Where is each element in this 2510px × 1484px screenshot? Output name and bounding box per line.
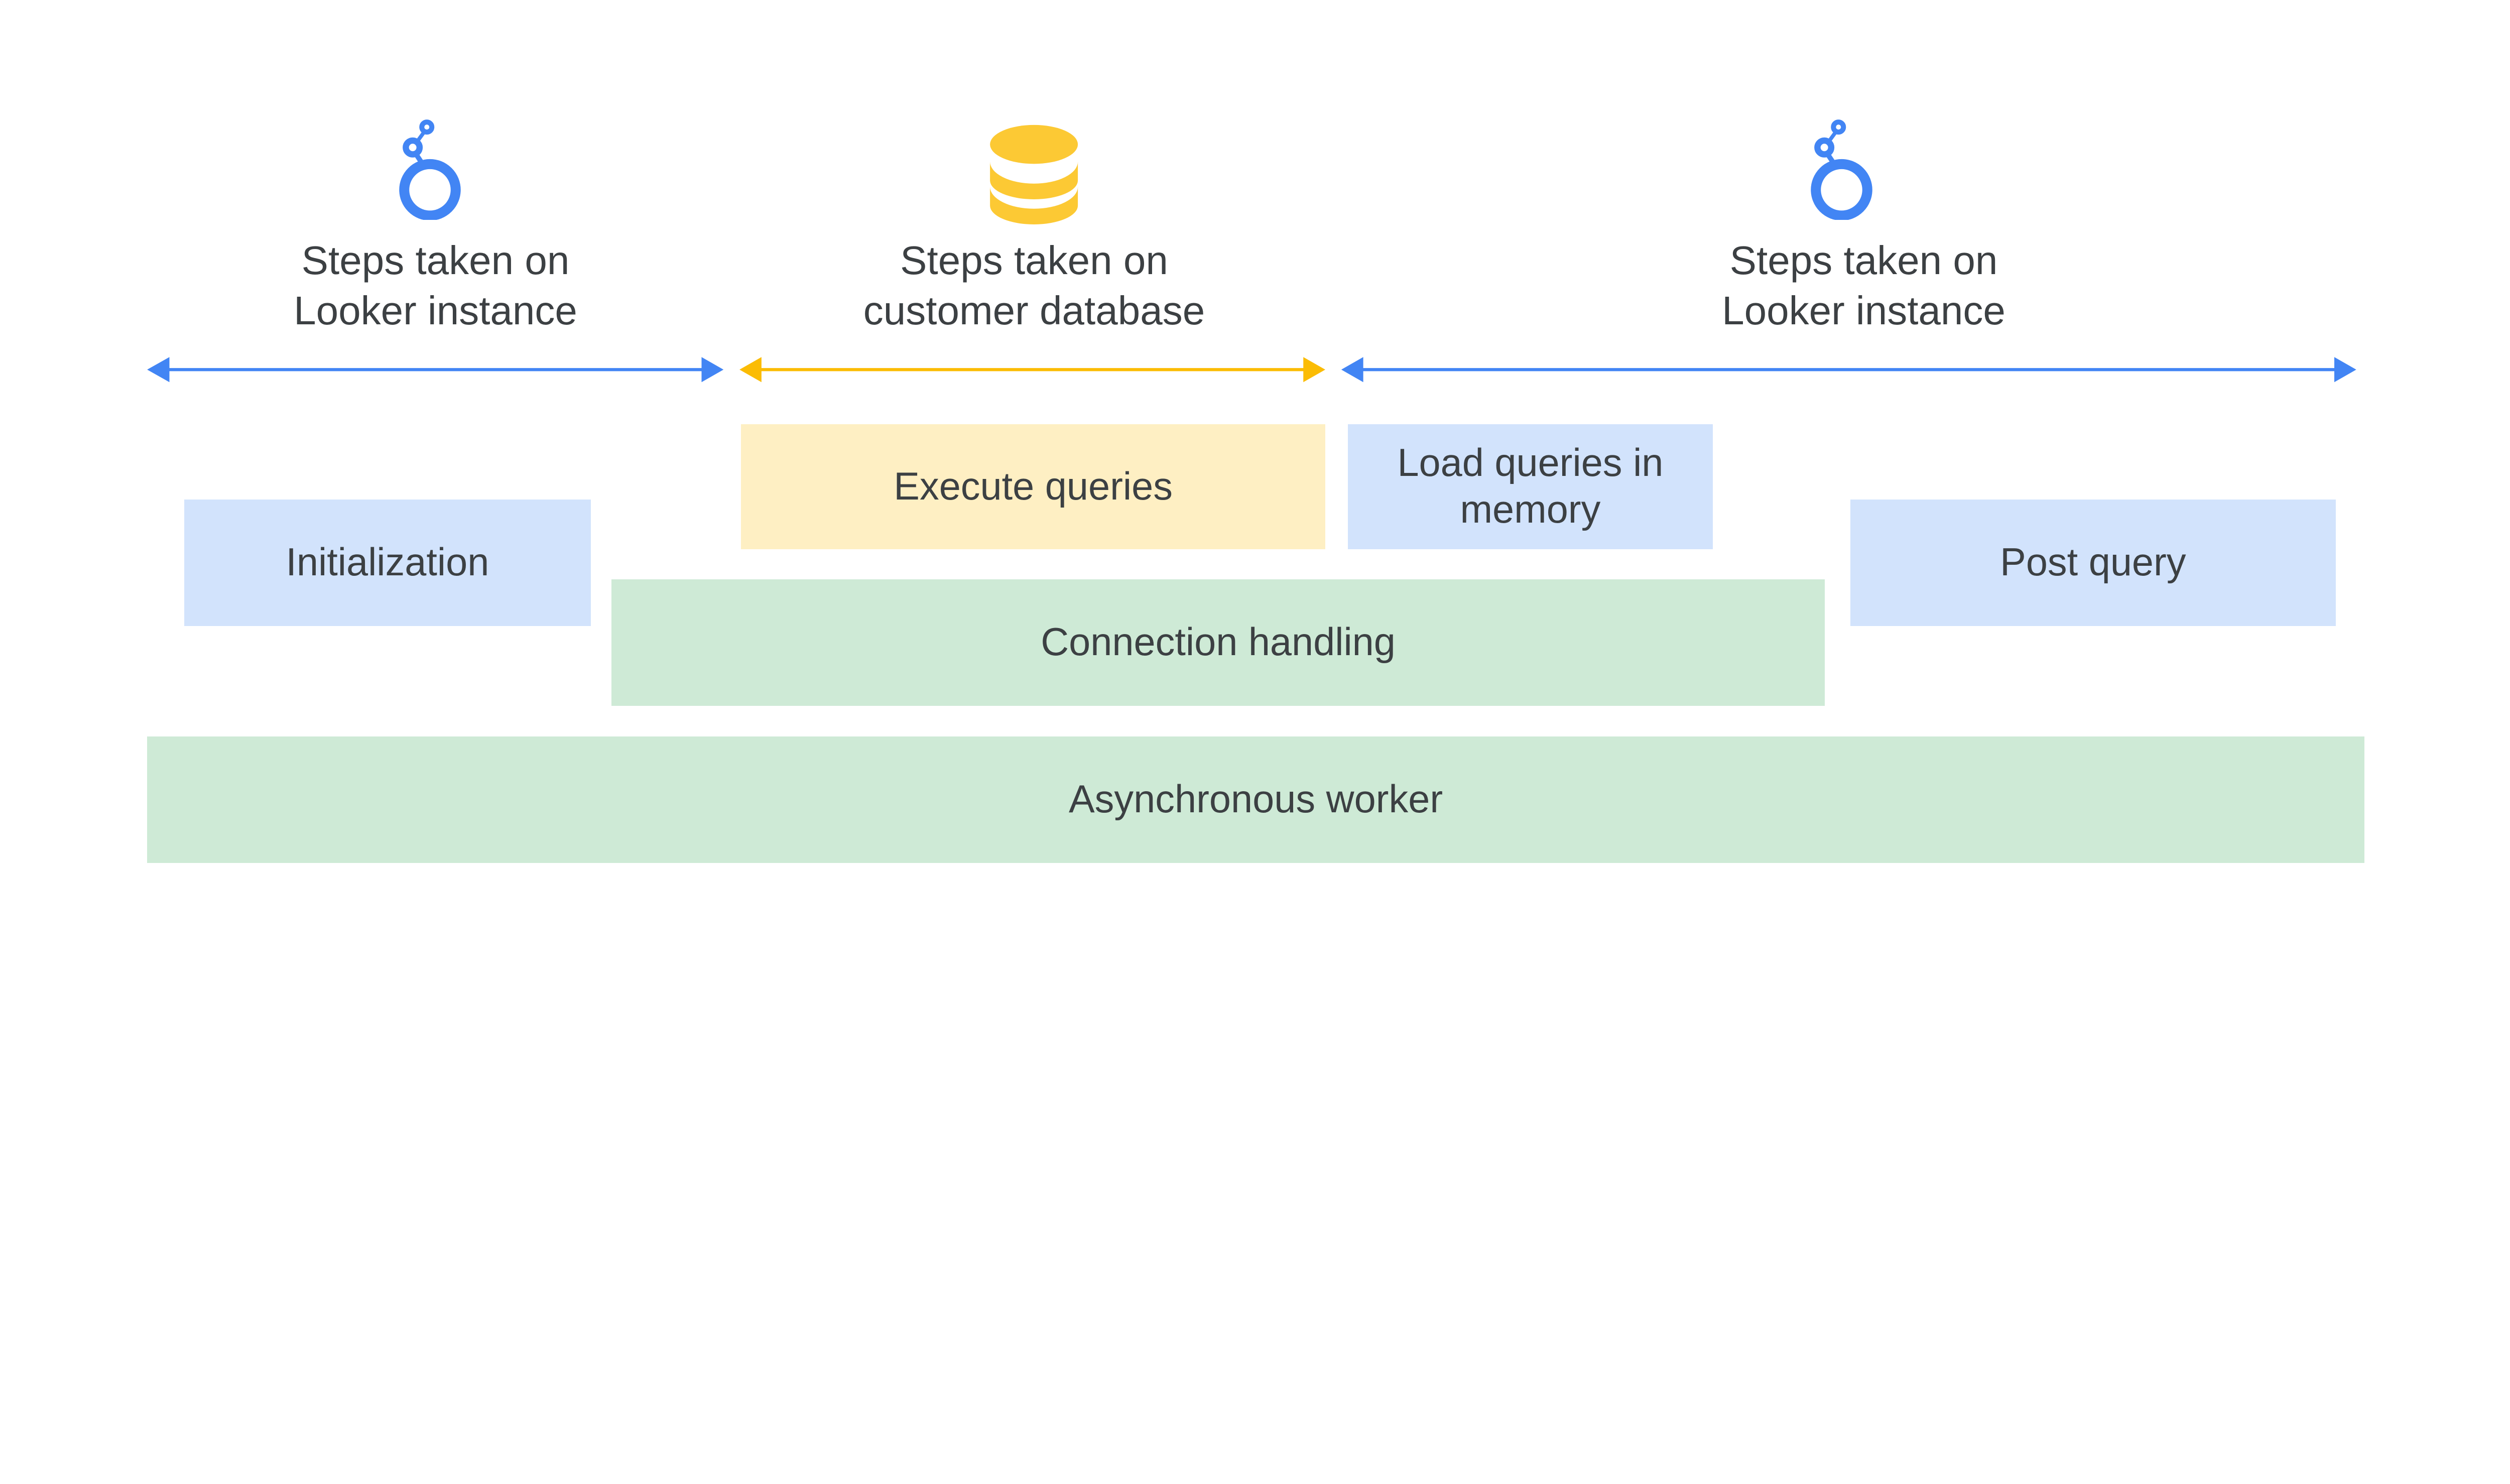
looker-icon bbox=[1811, 119, 1872, 220]
database-icon bbox=[989, 125, 1078, 224]
post-query-box: Post query bbox=[1850, 500, 2336, 626]
box-label: Initialization bbox=[286, 541, 489, 584]
box-label: Execute queries bbox=[894, 464, 1173, 508]
section-heading-looker-1: Steps taken on Looker instance bbox=[216, 235, 655, 336]
section-heading-looker-2: Steps taken on Looker instance bbox=[1644, 235, 2083, 336]
box-label: Asynchronous worker bbox=[1068, 777, 1443, 821]
double-arrow-database bbox=[739, 357, 1325, 383]
double-arrow-looker-2 bbox=[1341, 357, 2356, 383]
box-label: Connection handling bbox=[1041, 621, 1396, 664]
heading-line: customer database bbox=[863, 288, 1205, 333]
load-queries-box: Load queries in memory bbox=[1348, 424, 1713, 549]
arrows bbox=[147, 357, 2356, 383]
heading-line: Steps taken on bbox=[900, 237, 1168, 283]
looker-icon bbox=[399, 119, 461, 220]
box-label: Post query bbox=[2000, 541, 2186, 584]
connection-handling-box: Connection handling bbox=[611, 579, 1825, 706]
heading-line: Looker instance bbox=[294, 288, 577, 333]
heading-line: Looker instance bbox=[1722, 288, 2005, 333]
heading-line: Steps taken on bbox=[1729, 237, 1998, 283]
initialization-box: Initialization bbox=[184, 500, 591, 626]
execute-queries-box: Execute queries bbox=[741, 424, 1325, 549]
double-arrow-looker-1 bbox=[147, 357, 724, 383]
section-heading-database: Steps taken on customer database bbox=[815, 235, 1254, 336]
heading-line: Steps taken on bbox=[301, 237, 570, 283]
box-label: Load queries in memory bbox=[1397, 441, 1664, 532]
asynchronous-worker-box: Asynchronous worker bbox=[147, 736, 2364, 863]
